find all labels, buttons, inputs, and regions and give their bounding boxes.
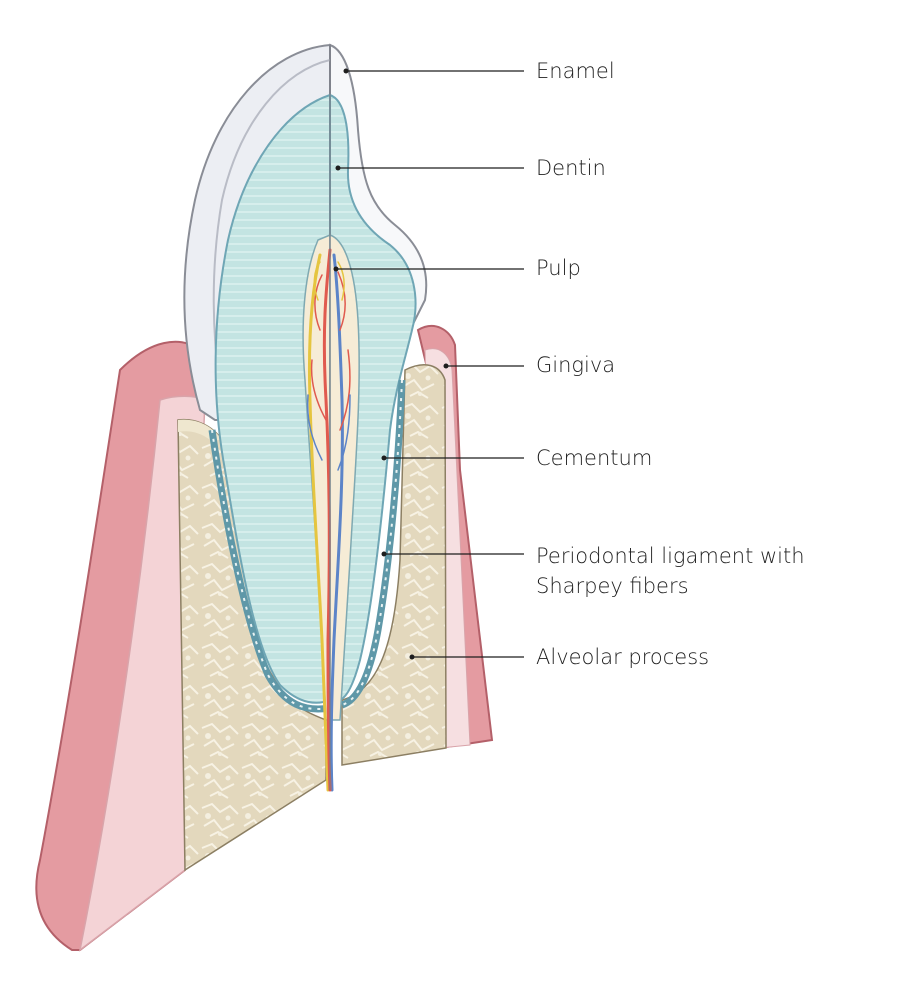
periodontal-pointer-dot — [381, 551, 387, 557]
gingiva-pointer-dot — [443, 363, 449, 369]
cementum-pointer-dot — [381, 455, 387, 461]
label-periodontal-line2: Sharpey fibers — [536, 574, 689, 598]
label-enamel: Enamel — [536, 59, 615, 83]
cementum-periodontal-ligament — [208, 379, 406, 713]
label-alveolar: Alveolar process — [536, 645, 709, 669]
alveolar-pointer-dot — [409, 654, 415, 660]
leader-lines — [336, 70, 524, 658]
gingiva-left — [35, 340, 207, 952]
vessels-and-nerves — [306, 248, 351, 792]
label-dentin: Dentin — [536, 156, 606, 180]
enamel-pointer-dot — [343, 68, 349, 74]
label-periodontal-line1: Periodontal ligament with — [536, 544, 805, 568]
label-pulp: Pulp — [536, 256, 581, 280]
label-cementum: Cementum — [536, 446, 652, 470]
pulp-pointer-dot — [333, 266, 339, 272]
dentin-pointer-dot — [335, 165, 341, 171]
label-gingiva: Gingiva — [536, 353, 615, 377]
dentin-left — [214, 93, 331, 704]
pointer-dots — [333, 68, 449, 660]
